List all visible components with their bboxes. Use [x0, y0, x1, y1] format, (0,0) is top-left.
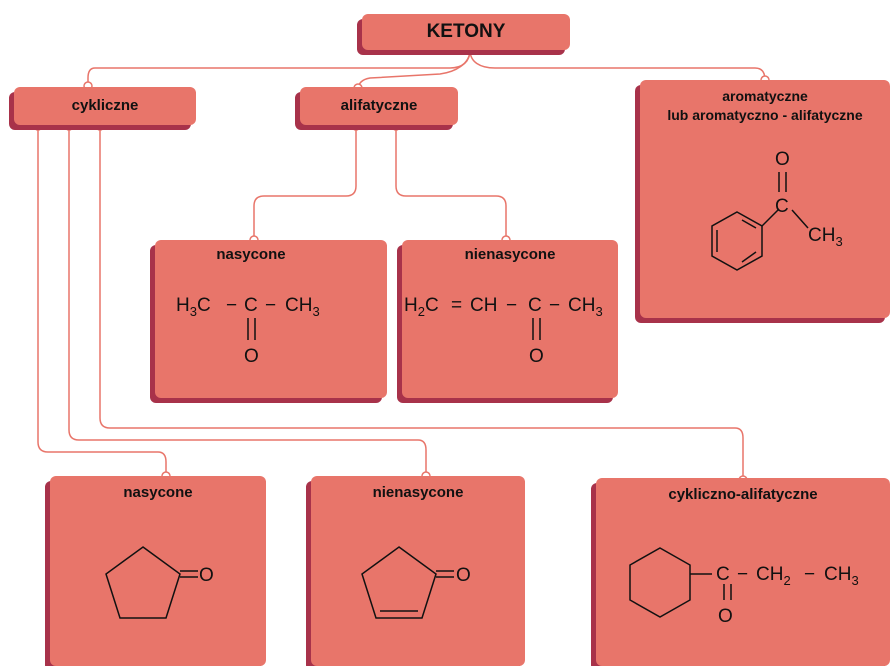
formula-cyclopentenone	[361, 546, 454, 619]
svg-text:−: −	[265, 295, 276, 316]
cyclopentanone-o: O	[199, 565, 214, 586]
cyclohexyl-o: O	[718, 606, 733, 627]
svg-text:H3C: H3C	[176, 295, 211, 319]
category-aromatic-line2: lub aromatyczno - alifatyczne	[667, 107, 863, 123]
cyclohexyl-ch3: CH3	[824, 564, 859, 588]
cyclic-unsaturated-label: nienasycone	[372, 484, 464, 501]
aliphatic-unsaturated-label: nienasycone	[464, 246, 556, 263]
formula-acetophenone	[711, 172, 809, 271]
cyclic-unsaturated-box: nienasycone	[311, 476, 525, 666]
category-aliphatic-box: alifatyczne	[300, 87, 458, 125]
formula-butenone: H2C = CH − C − CH3 O	[404, 295, 603, 367]
category-cyclic-box: cykliczne	[14, 87, 196, 125]
svg-text:CH: CH	[470, 295, 497, 316]
category-aliphatic-label: alifatyczne	[340, 97, 418, 114]
category-aromatic-line1: aromatyczne	[722, 88, 808, 104]
cyclic-saturated-label: nasycone	[123, 484, 193, 501]
svg-text:CH3: CH3	[568, 295, 603, 319]
acetophenone-o: O	[775, 149, 790, 170]
formula-acetone: H3C − C − CH3 O	[176, 295, 320, 367]
aliphatic-saturated-box: nasycone	[155, 240, 387, 398]
cyclic-aliphatic-box: cykliczno-alifatyczne	[596, 478, 890, 666]
svg-text:−: −	[737, 564, 748, 585]
acetophenone-c: C	[775, 196, 789, 217]
svg-text:O: O	[244, 346, 259, 367]
cyclohexyl-ch2: CH2	[756, 564, 791, 588]
svg-text:C: C	[244, 295, 258, 316]
cyclic-saturated-box: nasycone	[50, 476, 266, 666]
cyclopentenone-o: O	[456, 565, 471, 586]
aliphatic-unsaturated-box: nienasycone	[402, 240, 618, 398]
svg-text:H2C: H2C	[404, 295, 439, 319]
root-box: KETONY	[362, 14, 570, 50]
svg-text:C: C	[528, 295, 542, 316]
svg-text:=: =	[451, 295, 462, 316]
formula-cyclopentanone	[105, 546, 198, 619]
root-title: KETONY	[426, 21, 506, 42]
acetophenone-ch3: CH3	[808, 225, 843, 249]
aliphatic-saturated-label: nasycone	[216, 246, 286, 263]
svg-text:O: O	[529, 346, 544, 367]
svg-text:−: −	[549, 295, 560, 316]
category-aromatic-box: aromatyczne lub aromatyczno - alifatyczn…	[640, 80, 890, 318]
cyclohexyl-c: C	[716, 564, 730, 585]
svg-text:−: −	[226, 295, 237, 316]
svg-text:−: −	[804, 564, 815, 585]
category-cyclic-label: cykliczne	[71, 97, 139, 114]
svg-text:−: −	[506, 295, 517, 316]
formula-cyclohexyl-ketone	[629, 547, 732, 618]
svg-text:CH3: CH3	[285, 295, 320, 319]
cyclic-aliphatic-label: cykliczno-alifatyczne	[668, 486, 818, 503]
